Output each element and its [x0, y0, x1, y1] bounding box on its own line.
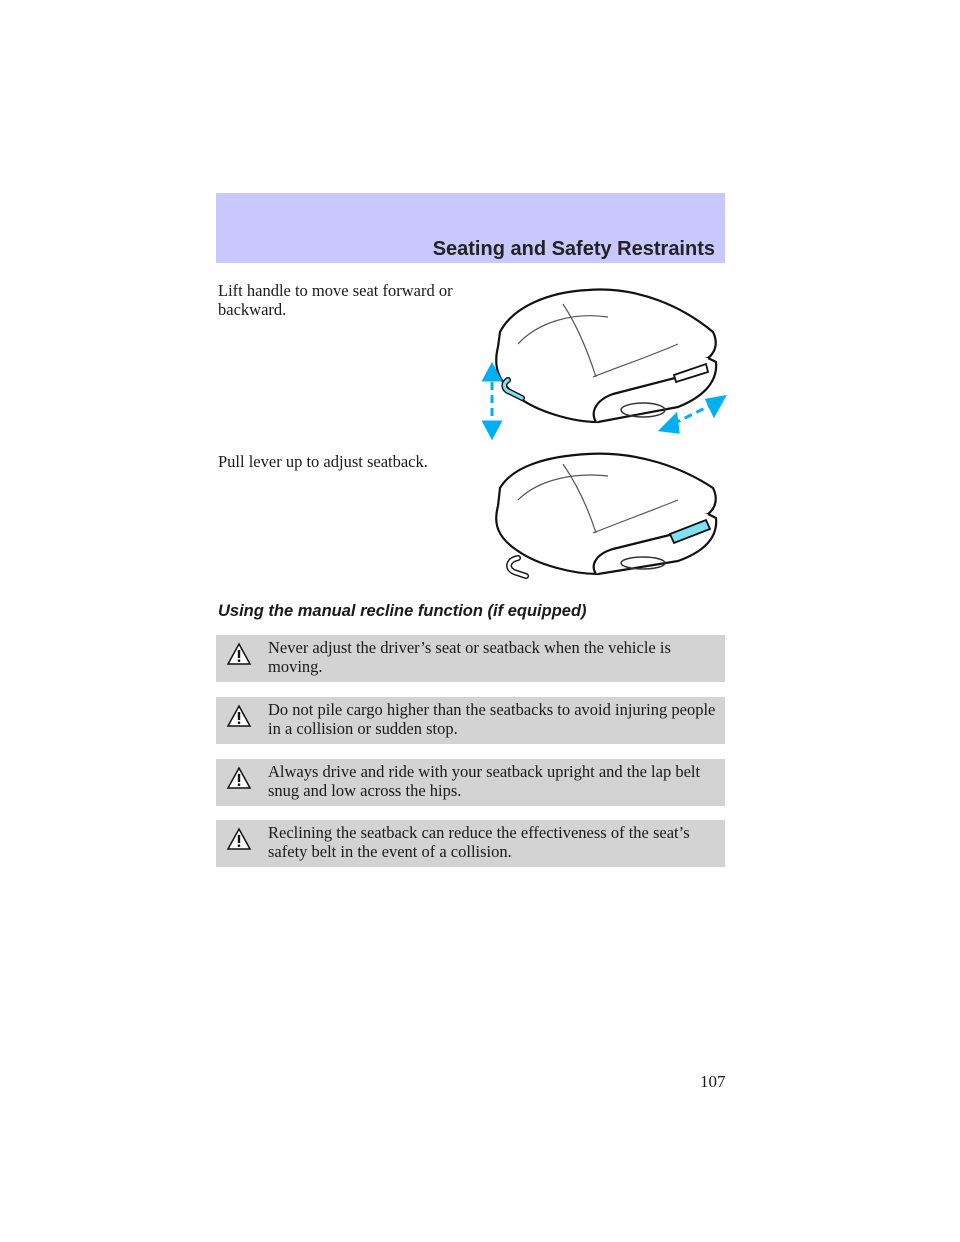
pull-lever-instruction: Pull lever up to adjust seatback. [218, 452, 428, 471]
section-title: Seating and Safety Restraints [432, 238, 715, 260]
warning-triangle-icon [226, 704, 252, 727]
seatback-lever-illustration [495, 452, 718, 579]
section-header-band: Seating and Safety Restraints [216, 193, 725, 263]
warning-triangle-icon [226, 827, 252, 850]
warning-box: Do not pile cargo higher than the seatba… [216, 697, 725, 744]
warning-triangle-icon [226, 642, 252, 665]
warning-text: Never adjust the driver’s seat or seatba… [268, 638, 671, 676]
recline-subheading: Using the manual recline function (if eq… [218, 602, 587, 620]
lift-handle-instruction: Lift handle to move seat forward or back… [218, 281, 453, 319]
warning-box: Never adjust the driver’s seat or seatba… [216, 635, 725, 682]
page-number: 107 [700, 1072, 726, 1091]
seat-adjust-illustration [481, 288, 727, 441]
warning-box: Always drive and ride with your seatback… [216, 759, 725, 806]
warning-triangle-icon [226, 766, 252, 789]
warning-text: Do not pile cargo higher than the seatba… [268, 700, 716, 738]
warning-text: Always drive and ride with your seatback… [268, 762, 701, 800]
warning-box: Reclining the seatback can reduce the ef… [216, 820, 725, 867]
warning-text: Reclining the seatback can reduce the ef… [268, 823, 690, 861]
